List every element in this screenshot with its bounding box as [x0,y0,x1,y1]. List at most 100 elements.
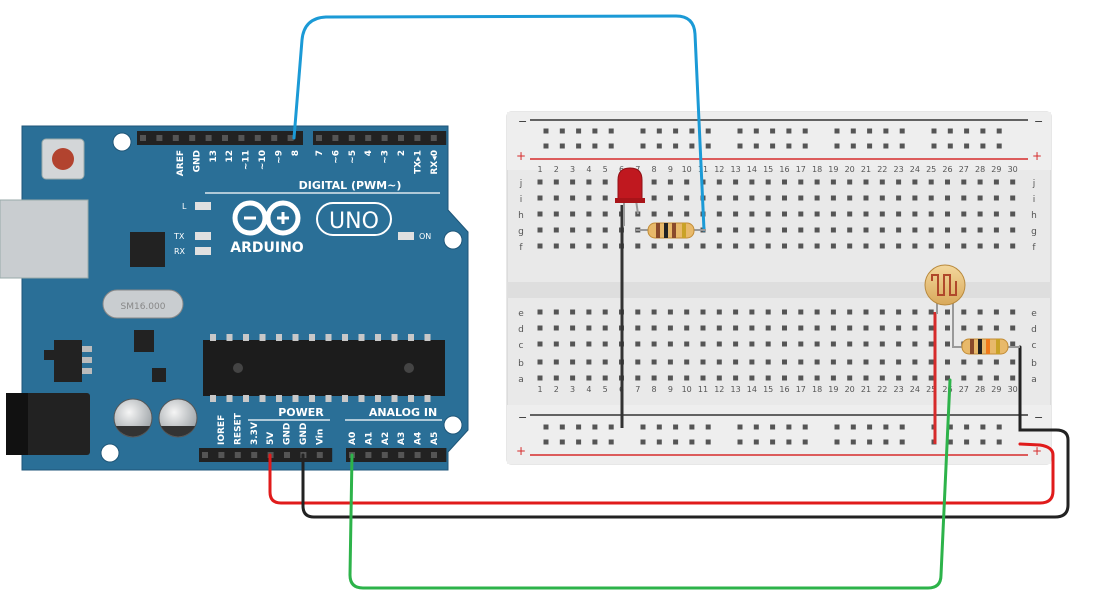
breadboard-hole [863,243,869,249]
breadboard-hole [830,341,836,347]
header-pin[interactable] [316,135,322,141]
breadboard-hole [879,195,885,201]
led-resistor[interactable] [636,222,706,239]
rail-hole [576,143,582,149]
breadboard-hole [684,179,690,185]
header-pin[interactable] [398,452,405,458]
rail-hole [947,439,953,445]
breadboard-hole [570,243,576,249]
rail-hole [850,128,856,134]
header-pin[interactable] [189,135,196,141]
tx-led [195,232,211,240]
header-pin[interactable] [202,452,208,458]
header-pin[interactable] [254,135,261,141]
column-number: 25 [926,385,936,394]
rail-hole [640,439,646,445]
header-pin[interactable] [218,452,225,458]
regulator-pin [82,357,92,363]
breadboard-hole [847,211,853,217]
header-pin[interactable] [431,452,437,458]
header-pin[interactable] [414,135,421,141]
column-number: 13 [731,385,741,394]
breadboard-hole [928,309,934,315]
breadboard-hole [733,227,739,233]
breadboard-hole [879,211,885,217]
rail-hole [543,128,549,134]
breadboard-hole [537,309,543,315]
header-pin[interactable] [348,135,355,141]
rail-hole [753,128,759,134]
rail-hole [705,143,711,149]
breadboard-hole [635,375,641,381]
digital-header-high [137,131,303,145]
uno-badge [316,202,392,236]
breadboard-hole [961,243,967,249]
header-pin[interactable] [238,135,245,141]
breadboard-hole [684,309,690,315]
column-number: 11 [698,165,708,174]
rail-hole [737,439,743,445]
header-pin[interactable] [140,135,146,141]
capacitor-band [161,426,195,437]
header-pin[interactable] [222,135,228,141]
rail-hole [559,143,565,149]
breadboard-hole [977,359,983,365]
breadboard-hole [847,227,853,233]
column-number: 3 [570,385,575,394]
header-pin[interactable] [365,135,372,141]
column-number: 12 [714,165,724,174]
breadboard-hole [749,179,755,185]
header-pin[interactable] [271,135,278,141]
breadboard-hole [570,375,576,381]
header-pin[interactable] [234,452,241,458]
header-pin[interactable] [398,135,404,141]
breadboard-hole [879,227,885,233]
row-letter: f [519,243,523,253]
breadboard-hole [961,211,967,217]
breadboard-hole [749,195,755,201]
green-wire-a0[interactable] [348,378,952,590]
breadboard-hole [635,359,641,365]
breadboard-hole [830,179,836,185]
header-pin[interactable] [251,452,258,458]
breadboard-hole [782,243,787,249]
voltage-regulator-tab [44,350,56,360]
breadboard-hole [782,211,787,217]
header-pin[interactable] [172,135,179,141]
photoresistor[interactable] [924,264,966,348]
ldr-resistor[interactable] [953,338,1020,355]
breadboard-hole [879,375,885,381]
pin-label: 2 [397,150,407,156]
black-wire-gnd[interactable] [301,345,1070,519]
header-pin[interactable] [287,135,294,141]
rail-hole [640,143,646,149]
chip-pin [391,395,398,402]
rail-hole [592,424,598,430]
column-number: 5 [603,385,608,394]
breadboard-hole [830,211,836,217]
header-pin[interactable] [381,452,388,458]
header-pin[interactable] [332,135,339,141]
header-pin[interactable] [430,135,437,141]
on-led [398,232,414,240]
header-pin[interactable] [365,452,372,458]
header-pin[interactable] [205,135,212,141]
breadboard-hole [945,309,950,315]
breadboard-hole [945,211,950,217]
header-pin[interactable] [414,452,421,458]
header-pin[interactable] [316,452,323,458]
breadboard-hole [896,243,902,249]
power-label: POWER [278,406,324,419]
blue-wire-pin8[interactable] [292,14,706,232]
rail-hole [753,143,759,149]
header-pin[interactable] [381,135,388,141]
breadboard-hole [912,341,918,347]
row-letter: e [1031,309,1037,319]
rail-hole [689,424,695,430]
header-pin[interactable] [284,452,290,458]
red-wire-5v[interactable] [268,442,1055,505]
breadboard-hole [798,325,804,331]
header-pin[interactable] [156,135,163,141]
top-power-rail [507,112,1051,170]
red-led[interactable] [615,167,645,226]
